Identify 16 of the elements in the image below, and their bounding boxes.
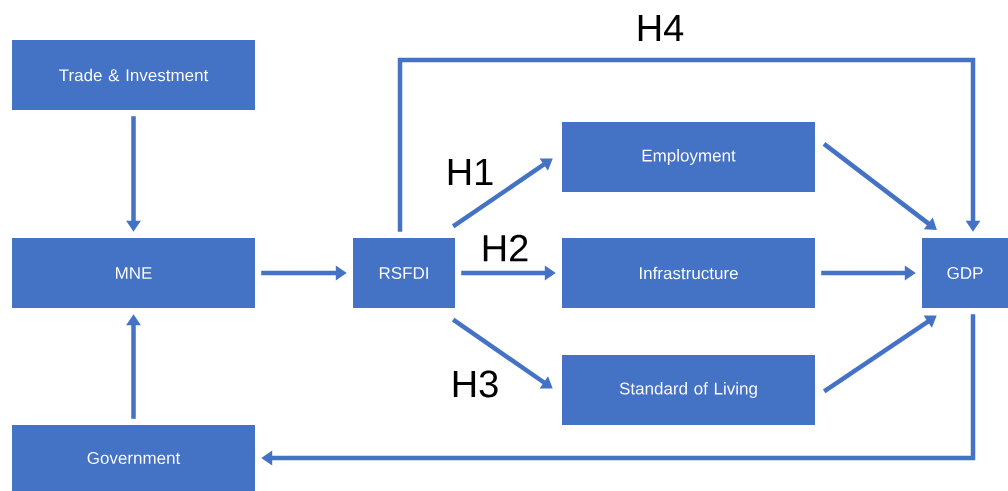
process-box: RSFDI (353, 238, 455, 308)
process-box: GDP (922, 238, 1008, 308)
process-box: Trade & Investment (12, 40, 255, 110)
process-box: Infrastructure (562, 238, 815, 308)
arrow (451, 158, 553, 229)
edge-label: H3 (449, 369, 501, 399)
process-box: MNE (12, 238, 255, 308)
arrow (451, 317, 553, 389)
edge-label: H4 (634, 13, 686, 43)
edge-label: H1 (444, 157, 496, 187)
process-box: Employment (562, 122, 815, 192)
edge-label: H2 (479, 233, 531, 263)
arrow (397, 57, 981, 232)
process-box: Standard of Living (562, 355, 815, 425)
arrow (822, 315, 937, 394)
process-box: Government (12, 425, 255, 491)
